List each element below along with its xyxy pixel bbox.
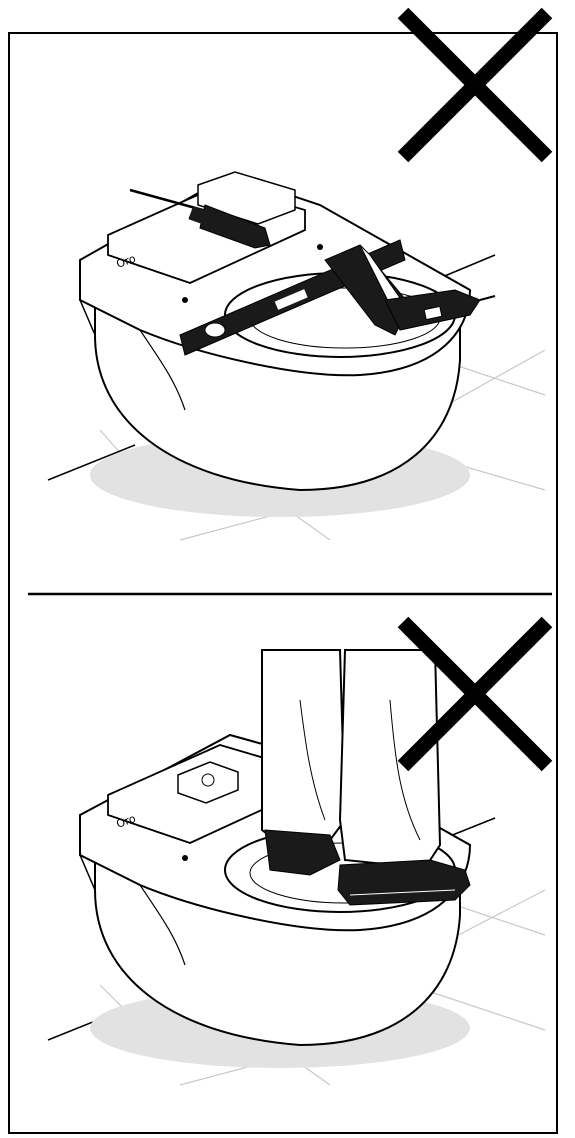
panel-top: Oro (48, 13, 547, 540)
panel-bottom: Oro (48, 622, 547, 1085)
toilet-bowl: Oro (80, 172, 470, 490)
x-mark-icon (403, 13, 547, 157)
